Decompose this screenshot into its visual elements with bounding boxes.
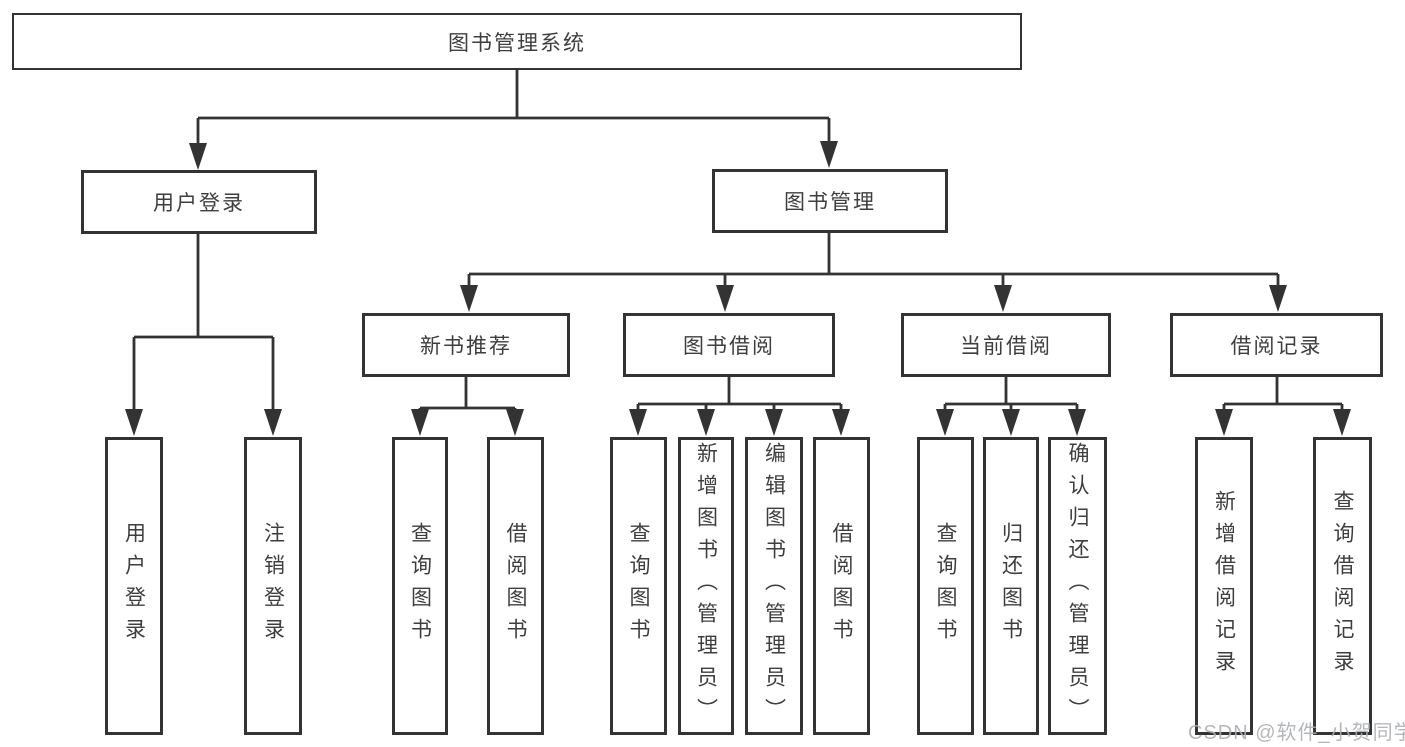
arrowhead xyxy=(1333,409,1351,436)
node-leaf-query-borrow-record-label: 查询借阅记录 xyxy=(1331,490,1354,682)
node-leaf-return-books: 归还图书 xyxy=(983,437,1039,735)
arrowhead xyxy=(765,409,783,436)
arrowhead xyxy=(1068,409,1086,436)
node-leaf-add-borrow-record: 新增借阅记录 xyxy=(1195,437,1253,735)
arrowhead xyxy=(994,285,1012,312)
arrowhead xyxy=(832,409,850,436)
tree-edges xyxy=(132,69,1344,412)
edge-login-to-leaves xyxy=(132,234,275,412)
arrowhead xyxy=(1002,409,1020,436)
node-new-book-recommend-label: 新书推荐 xyxy=(420,335,512,358)
node-leaf-query-borrow-record: 查询借阅记录 xyxy=(1313,437,1372,735)
arrowhead xyxy=(820,141,838,168)
node-leaf-return-books-label: 归还图书 xyxy=(999,522,1023,650)
arrowhead xyxy=(460,285,478,312)
node-leaf-query-books-current: 查询图书 xyxy=(917,437,974,735)
node-leaf-query-books-borrowing-label: 查询图书 xyxy=(627,522,650,650)
arrowheads xyxy=(125,141,1351,436)
node-library-system: 图书管理系统 xyxy=(12,13,1022,70)
node-leaf-query-books-recommend-label: 查询图书 xyxy=(408,522,432,650)
node-leaf-confirm-return-admin: 确认归还（管理员） xyxy=(1048,437,1107,735)
node-leaf-edit-books-admin: 编辑图书（管理员） xyxy=(745,437,803,735)
node-book-borrowing-label: 图书借阅 xyxy=(683,335,775,358)
edge-newbook-to-leaves xyxy=(418,377,517,412)
arrowhead xyxy=(1269,285,1287,312)
node-leaf-borrow-books-recommend: 借阅图书 xyxy=(487,437,544,735)
edge-records-to-leaves xyxy=(1222,377,1344,412)
arrowhead xyxy=(506,409,524,436)
node-leaf-confirm-return-admin-label: 确认归还（管理员） xyxy=(1066,442,1089,730)
arrowhead xyxy=(264,409,282,436)
arrowhead xyxy=(1215,409,1233,436)
edge-mgmt-to-level3 xyxy=(467,233,1280,288)
node-leaf-add-borrow-record-label: 新增借阅记录 xyxy=(1212,490,1236,682)
node-leaf-edit-books-admin-label: 编辑图书（管理员） xyxy=(762,442,786,730)
edge-borrow-to-leaves xyxy=(636,377,843,412)
arrowhead xyxy=(936,409,954,436)
node-book-management-label: 图书管理 xyxy=(784,191,876,214)
node-book-borrowing: 图书借阅 xyxy=(623,313,835,377)
edge-root-to-level2 xyxy=(196,69,831,146)
node-leaf-query-books-recommend: 查询图书 xyxy=(392,437,448,735)
node-leaf-logout-label: 注销登录 xyxy=(261,522,285,650)
node-leaf-borrow-books-borrowing: 借阅图书 xyxy=(813,437,870,735)
arrowhead xyxy=(125,409,143,436)
arrowhead xyxy=(716,285,734,312)
node-leaf-query-books-borrowing: 查询图书 xyxy=(610,437,667,735)
arrowhead xyxy=(629,409,647,436)
arrowhead xyxy=(411,409,429,436)
node-borrowing-records: 借阅记录 xyxy=(1170,313,1383,377)
node-user-login-label: 用户登录 xyxy=(153,192,245,215)
node-borrowing-records-label: 借阅记录 xyxy=(1230,335,1323,358)
csdn-watermark: CSDN @软件_小贺同学 xyxy=(1188,722,1405,744)
node-leaf-logout: 注销登录 xyxy=(244,437,302,735)
node-library-system-label: 图书管理系统 xyxy=(448,31,586,55)
node-leaf-add-books-admin: 新增图书（管理员） xyxy=(678,437,734,735)
edge-current-to-leaves xyxy=(943,377,1079,412)
node-new-book-recommend: 新书推荐 xyxy=(362,313,570,377)
node-leaf-add-books-admin-label: 新增图书（管理员） xyxy=(694,442,718,730)
node-book-management: 图书管理 xyxy=(712,169,948,233)
node-leaf-borrow-books-borrowing-label: 借阅图书 xyxy=(830,522,853,650)
node-leaf-query-books-current-label: 查询图书 xyxy=(934,522,957,650)
node-current-borrowing-label: 当前借阅 xyxy=(960,335,1052,358)
node-user-login: 用户登录 xyxy=(81,170,317,234)
node-leaf-user-login-label: 用户登录 xyxy=(122,522,146,650)
node-leaf-user-login: 用户登录 xyxy=(105,437,163,735)
arrowhead xyxy=(189,143,207,170)
arrowhead xyxy=(697,409,715,436)
node-leaf-borrow-books-recommend-label: 借阅图书 xyxy=(504,522,527,650)
node-current-borrowing: 当前借阅 xyxy=(901,313,1111,377)
